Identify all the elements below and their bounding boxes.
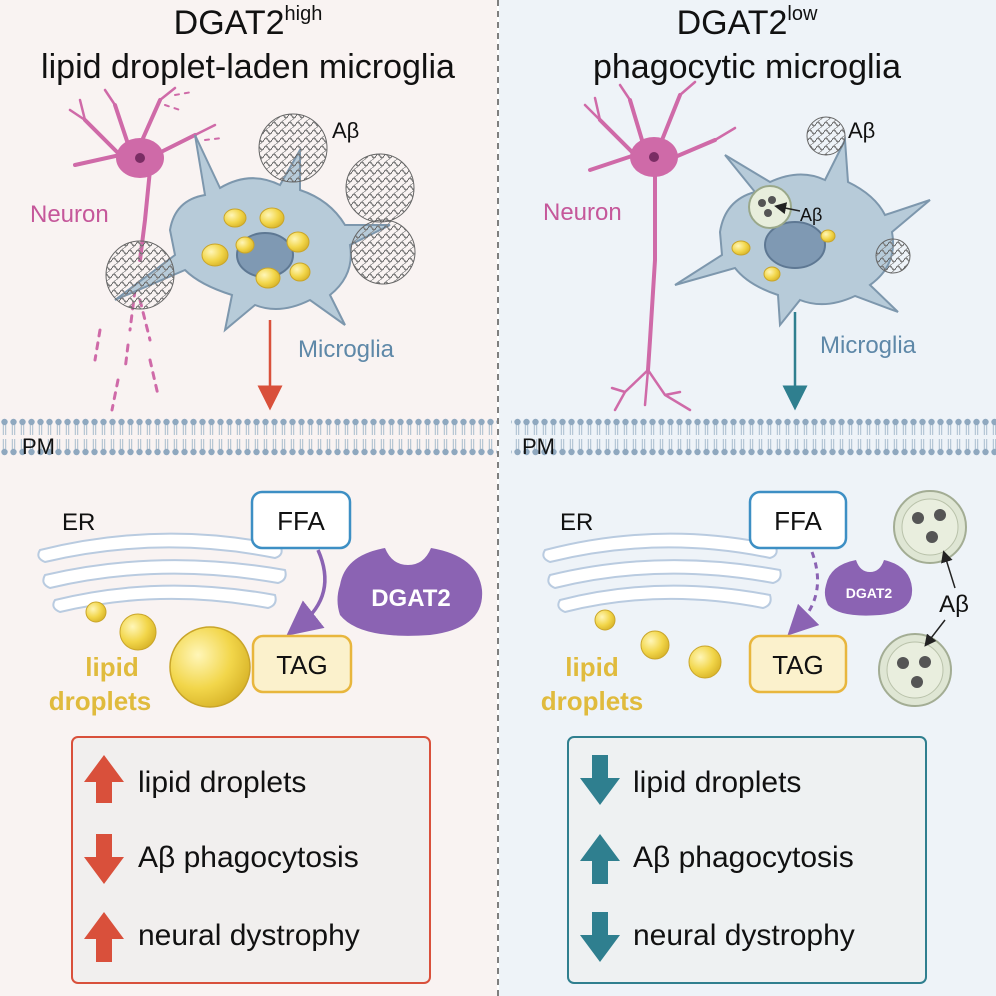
right-outcome-1-text: lipid droplets — [633, 766, 801, 799]
left-abeta-label: Aβ — [332, 118, 359, 143]
down-arrow-icon — [580, 912, 620, 962]
up-arrow-icon — [580, 834, 620, 884]
right-phagosome — [748, 185, 792, 229]
left-tag-box — [251, 634, 353, 694]
left-neuron-illustration — [68, 86, 223, 412]
left-outcomes-box — [71, 736, 431, 984]
right-outcome-3: neural dystrophy — [580, 912, 855, 962]
right-phagosomes — [878, 490, 967, 707]
left-outcome-2-text: Aβ phagocytosis — [138, 841, 359, 874]
left-neuron-nucleus — [135, 153, 145, 163]
left-ffa-label: FFA — [277, 506, 325, 536]
down-arrow-icon — [580, 755, 620, 805]
right-outcome-1: lipid droplets — [580, 755, 801, 805]
right-ffa-box — [748, 490, 848, 550]
right-phagosome-abeta-label: Aβ — [800, 205, 822, 225]
right-phago-pointer-down — [924, 619, 946, 647]
right-tag-box — [748, 634, 848, 694]
left-ffa-box — [250, 490, 352, 550]
right-outcome-2: Aβ phagocytosis — [580, 834, 854, 884]
right-lipid-label-1: lipid — [565, 652, 618, 682]
left-outcome-3: neural dystrophy — [84, 912, 360, 962]
right-outcome-list: lipid droplets Aβ phagocytosis neural dy… — [580, 755, 855, 962]
right-er-illustration — [542, 532, 782, 614]
left-lipid-droplets — [85, 601, 251, 708]
right-ffa-label: FFA — [774, 506, 822, 536]
left-outcome-1-text: lipid droplets — [138, 766, 306, 799]
up-arrow-icon — [84, 912, 124, 962]
right-microglia-nucleus — [764, 221, 826, 269]
right-outcome-3-text: neural dystrophy — [633, 919, 855, 952]
right-er-label: ER — [560, 509, 593, 536]
right-neuron-illustration — [583, 80, 737, 412]
up-arrow-icon — [84, 755, 124, 803]
right-outcome-2-text: Aβ phagocytosis — [633, 841, 854, 874]
right-lipid-droplets — [594, 609, 722, 679]
left-lipid-label-2: droplets — [49, 686, 152, 716]
right-outcomes-box — [567, 736, 927, 984]
left-conversion-arrow — [286, 549, 327, 636]
left-outcome-3-text: neural dystrophy — [138, 919, 360, 952]
left-title-line2: lipid droplet-laden microglia — [41, 48, 455, 86]
right-dgat2-enzyme — [824, 560, 913, 616]
right-title-line1: DGAT2low — [677, 3, 818, 42]
left-dgat2-enzyme — [337, 548, 483, 636]
right-dgat2-label: DGAT2 — [846, 585, 893, 601]
right-title-line2: phagocytic microglia — [593, 48, 901, 86]
left-outcome-2: Aβ phagocytosis — [84, 834, 359, 884]
right-phago-abeta-label: Aβ — [939, 591, 969, 618]
right-phagosome-pointer — [774, 202, 801, 215]
left-pm-label: PM — [22, 434, 55, 459]
right-microglia-label: Microglia — [820, 332, 917, 359]
right-phago-pointer-up — [941, 550, 956, 589]
right-conversion-arrow — [787, 551, 820, 636]
right-neuron-nucleus — [649, 152, 659, 162]
down-arrow-icon — [84, 834, 124, 884]
left-er-illustration — [37, 532, 287, 614]
left-neuron-label: Neuron — [30, 201, 109, 228]
right-amyloid-plaques — [806, 116, 911, 274]
left-microglia-label: Microglia — [298, 336, 395, 363]
left-lipid-label-1: lipid — [85, 652, 138, 682]
left-outcome-list: lipid droplets Aβ phagocytosis neural dy… — [84, 755, 360, 962]
left-panel: DGAT2high lipid droplet-laden microglia … — [0, 3, 497, 984]
right-microglia-lipid-droplets — [731, 229, 836, 282]
left-tag-label: TAG — [276, 650, 328, 680]
left-plasma-membrane — [0, 418, 497, 456]
right-lipid-label-2: droplets — [541, 686, 644, 716]
left-dgat2-label: DGAT2 — [371, 585, 451, 612]
right-neuron-label: Neuron — [543, 199, 622, 226]
left-microglia-lipid-droplets — [201, 207, 311, 289]
left-er-label: ER — [62, 509, 95, 536]
right-tag-label: TAG — [772, 650, 824, 680]
right-phagosome-abeta — [758, 196, 776, 217]
right-plasma-membrane — [511, 418, 996, 456]
left-title-line1: DGAT2high — [174, 3, 323, 42]
right-panel: DGAT2low phagocytic microglia Neuron Aβ — [511, 3, 996, 984]
left-microglia-body — [114, 134, 391, 333]
left-amyloid-plaques — [105, 113, 416, 310]
right-abeta-label: Aβ — [848, 118, 875, 143]
left-outcome-1: lipid droplets — [84, 755, 306, 803]
right-pm-label: PM — [522, 434, 555, 459]
